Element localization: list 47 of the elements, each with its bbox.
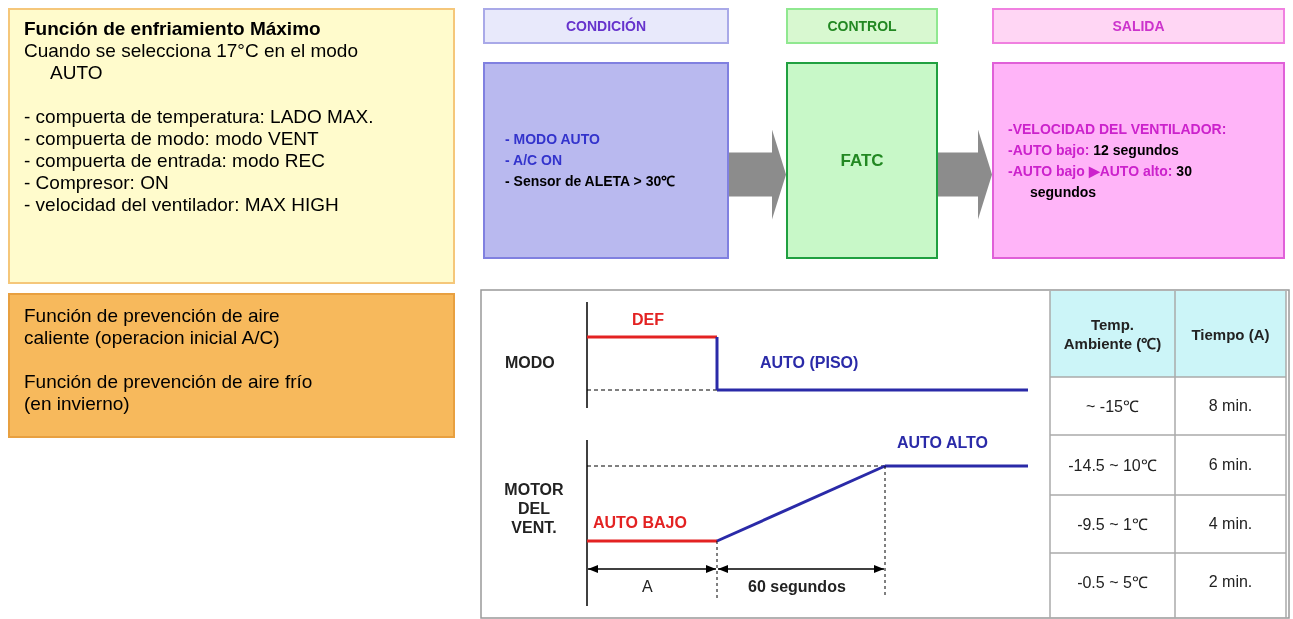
table-cell-text: 4 min. (1208, 515, 1253, 533)
output-text: -AUTO bajo ▶AUTO alto: 30 segundos (1008, 161, 1193, 202)
signal-label: AUTO BAJO (593, 514, 687, 532)
row-label: MOTOR DEL VENT. (503, 480, 565, 537)
table-cell-text: 6 min. (1208, 456, 1253, 474)
body-text: - compuerta de modo: modo VENT (24, 128, 320, 150)
dimension-label: 60 segundos (748, 578, 846, 596)
header-text: CONDICIÓN (565, 18, 647, 34)
condition-text: - MODO AUTO (505, 130, 601, 149)
body-text: - compuerta de temperatura: LADO MAX. (24, 106, 375, 128)
block-arrow (729, 129, 786, 220)
signal-label: AUTO (PISO) (760, 354, 859, 372)
header-text: SALIDA (1112, 18, 1165, 34)
body-text: Función de prevención de aire frío (en invierno) (24, 371, 314, 415)
header-text: CONTROL (827, 18, 897, 34)
table-cell-text: 2 min. (1208, 573, 1253, 591)
condition-text: - A/C ON (505, 151, 564, 170)
header-box (992, 8, 1285, 44)
condition-box (483, 62, 729, 259)
header-box (786, 8, 938, 44)
header-box (483, 8, 729, 44)
output-text: -AUTO bajo: 12 segundos (1008, 140, 1180, 160)
table-header-text: Tiempo (A) (1191, 324, 1270, 344)
block-arrow (938, 129, 992, 220)
control-box (786, 62, 938, 259)
heading-text: Función de enfriamiento Máximo (24, 18, 322, 40)
table-cell-text: -14.5 ~ 10℃ (1068, 456, 1157, 476)
body-text: - Compresor: ON (24, 172, 170, 194)
body-text: - compuerta de entrada: modo REC (24, 150, 326, 172)
info-panel (8, 8, 455, 284)
condition-text: - Sensor de ALETA > 30℃ (505, 172, 677, 191)
signal-label: AUTO ALTO (897, 434, 988, 452)
signal-label: DEF (632, 311, 664, 329)
table-header-text: Temp. Ambiente (℃) (1062, 315, 1163, 353)
row-label: MODO (505, 354, 555, 372)
body-text: Cuando se selecciona 17°C en el modo AUTO (24, 40, 359, 84)
table-cell-text: -0.5 ~ 5℃ (1077, 573, 1148, 593)
table-cell-text: 8 min. (1208, 397, 1253, 415)
table-cell-text: -9.5 ~ 1℃ (1077, 515, 1148, 535)
output-text: -VELOCIDAD DEL VENTILADOR: (1008, 119, 1228, 139)
control-text: FATC (840, 150, 884, 171)
body-text: Función de prevención de aire caliente (operacion inicial A/C) (24, 305, 281, 349)
output-box (992, 62, 1285, 259)
body-text: - velocidad del ventilador: MAX HIGH (24, 194, 340, 216)
table-cell-text: ~ -15℃ (1086, 397, 1139, 417)
info-panel (8, 293, 455, 438)
dimension-label: A (642, 578, 653, 596)
